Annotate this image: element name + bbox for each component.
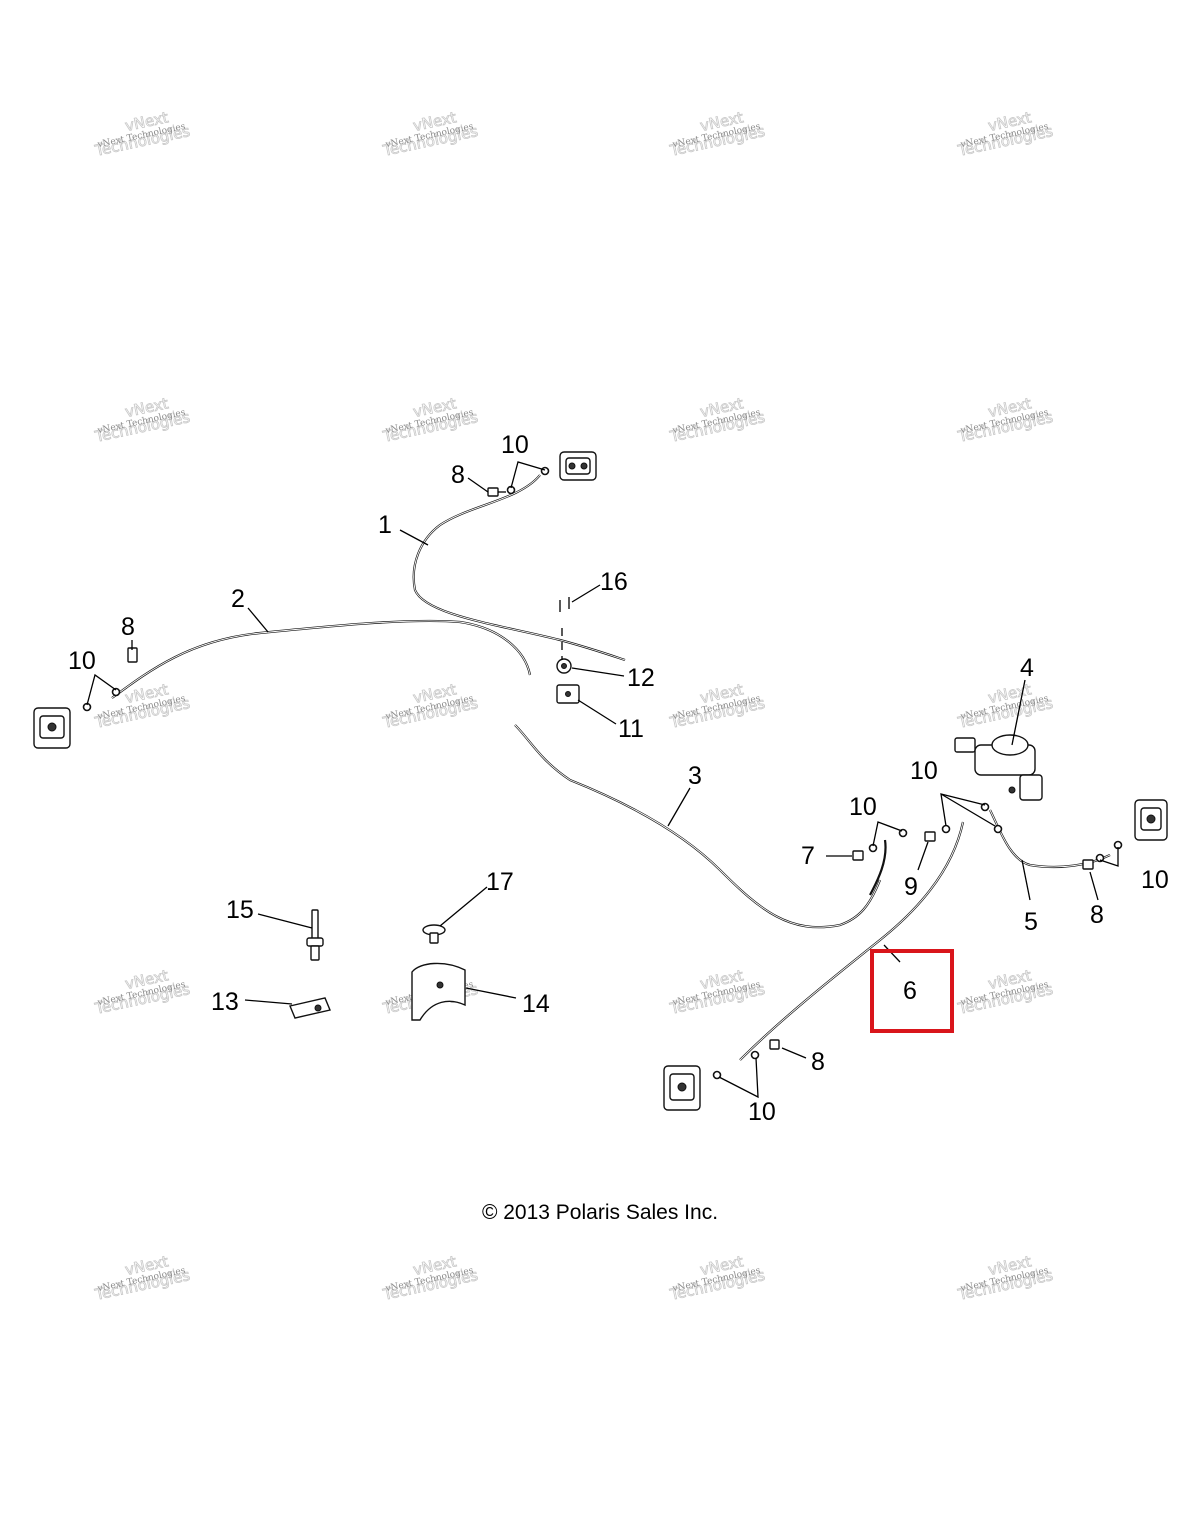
callout-8-left: 8 [121, 613, 135, 641]
hose-3 [514, 724, 882, 929]
hose-6 [739, 821, 965, 1061]
callout-11: 11 [618, 715, 644, 743]
push-pin-17 [422, 924, 446, 944]
bolt-8-right [1082, 859, 1094, 870]
hose-2 [111, 619, 532, 699]
callout-2: 2 [231, 585, 245, 613]
callout-7: 7 [801, 842, 815, 870]
highlight-box-part-6 [870, 949, 954, 1033]
caliper-bottom [663, 1065, 701, 1111]
callout-16: 16 [600, 568, 628, 596]
caliper-top [559, 451, 597, 481]
bolt-8-left [127, 647, 138, 663]
block-11 [556, 684, 580, 704]
callout-labels: 1 2 3 4 5 6 7 8 8 8 8 9 10 10 10 10 10 1… [68, 431, 1169, 1126]
copyright-notice: © 2013 Polaris Sales Inc. [482, 1201, 718, 1224]
screws-16 [559, 597, 570, 660]
rivet-15 [306, 909, 324, 961]
callout-17: 17 [486, 868, 514, 896]
caliper-right [1134, 799, 1168, 841]
callout-10-bottom: 10 [748, 1098, 776, 1126]
callout-4: 4 [1020, 654, 1034, 682]
bolt-8-top [487, 487, 506, 497]
callout-10-mid: 10 [910, 757, 938, 785]
callout-1: 1 [378, 511, 392, 539]
caliper-left [33, 707, 71, 749]
hose-short [869, 839, 887, 896]
master-cylinder [954, 734, 1043, 801]
bolt-7 [852, 850, 864, 861]
callout-6: 6 [903, 977, 917, 1005]
callout-8-bottom: 8 [811, 1048, 825, 1076]
callout-5: 5 [1024, 908, 1038, 936]
callout-15: 15 [226, 896, 254, 924]
callout-10-top: 10 [501, 431, 529, 459]
callout-10-center: 10 [849, 793, 877, 821]
bracket-14 [411, 962, 466, 1021]
bolt-9 [924, 831, 936, 842]
callout-3: 3 [688, 762, 702, 790]
hose-5 [989, 809, 1111, 869]
callout-10-left: 10 [68, 647, 96, 675]
leader-lines [86, 461, 1119, 1099]
hose-1 [412, 474, 626, 662]
bolt-8-bottom [769, 1039, 780, 1050]
callout-8-right: 8 [1090, 901, 1104, 929]
callout-9: 9 [904, 873, 918, 901]
callout-8-top: 8 [451, 461, 465, 489]
washers-10 [82, 466, 1123, 1080]
grommet-12 [556, 658, 572, 674]
callout-13: 13 [211, 988, 239, 1016]
callout-10-right: 10 [1141, 866, 1169, 894]
clip-13 [289, 997, 331, 1019]
callout-12: 12 [627, 664, 655, 692]
callout-14: 14 [522, 990, 550, 1018]
